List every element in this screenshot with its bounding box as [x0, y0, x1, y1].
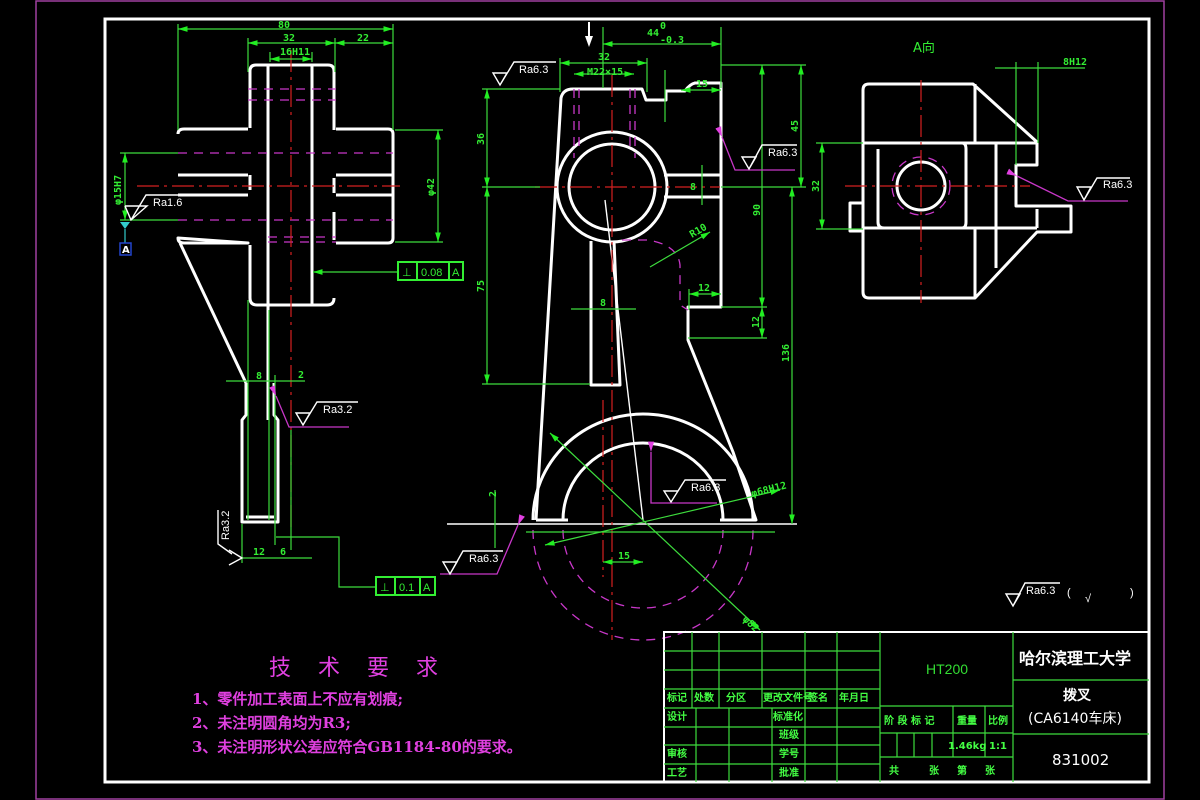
tech-req-item-2: 2、未注明圆角均为R3; — [192, 714, 351, 732]
svg-text:0.08: 0.08 — [421, 267, 442, 279]
front-view: 44 0 -0.3 32 M22×15 15 36 75 45 90 12 13… — [440, 21, 806, 641]
side-view-a: A向 8H12 32 Ra6.3 — [811, 40, 1132, 303]
dim-r10: R10 — [688, 222, 709, 241]
svg-text:A: A — [423, 582, 431, 594]
dim-phi68h12: φ68H12 — [750, 480, 788, 499]
gdt-frame-perpendicularity-0.08: ⊥ 0.08 A — [397, 261, 464, 281]
dim-32-front: 32 — [598, 52, 610, 63]
tech-requirements: 技 术 要 求 1、零件加工表面上不应有划痕; 2、未注明圆角均为R3; 3、未… — [192, 656, 522, 756]
svg-text:): ) — [1130, 587, 1134, 599]
weight-value: 1.46kg — [948, 741, 986, 752]
drawing-number: 831002 — [1052, 751, 1109, 769]
dim-8-slot: 8 — [690, 182, 696, 193]
dim-44-tol-low: -0.3 — [660, 35, 684, 46]
roughness-ra6.3-side: Ra6.3 — [1103, 179, 1132, 191]
dim-45: 45 — [790, 120, 801, 132]
svg-text:重量: 重量 — [957, 714, 977, 727]
dim-44: 44 — [647, 28, 659, 39]
datum-a-label: A — [122, 245, 130, 256]
dim-22: 22 — [357, 33, 369, 44]
title-block: 标记 处数 分区 更改文件号 签名 年月日 设计 审核 工艺 标准化 班级 学号… — [663, 631, 1150, 783]
dim-32-side: 32 — [811, 180, 822, 192]
part-name: 拨叉 — [1063, 687, 1092, 704]
svg-text:张: 张 — [929, 764, 940, 777]
dim-80: 80 — [278, 20, 290, 31]
dim-m22: M22×15 — [587, 67, 623, 78]
roughness-ra6.3-right: Ra6.3 — [768, 147, 797, 159]
dim-90: 90 — [752, 204, 763, 216]
dim-136: 136 — [781, 344, 792, 362]
material: HT200 — [926, 661, 968, 677]
dim-15-top: 15 — [696, 79, 708, 90]
dim-6: 6 — [280, 547, 286, 558]
roughness-ra3.2-b: Ra3.2 — [220, 511, 232, 540]
dim-8h12: 8H12 — [1063, 57, 1087, 68]
machine-name: (CA6140车床) — [1028, 710, 1122, 727]
dim-2: 2 — [298, 370, 304, 381]
svg-text:Ra6.3: Ra6.3 — [1026, 585, 1055, 597]
svg-text:班级: 班级 — [779, 728, 800, 741]
dim-phi15h7: φ15H7 — [113, 175, 124, 205]
gdt-frame-perpendicularity-0.1: ⊥ 0.1 A — [375, 576, 436, 596]
roughness-ra3.2-a: Ra3.2 — [323, 404, 352, 416]
tech-req-item-1: 1、零件加工表面上不应有划痕; — [192, 690, 403, 708]
dim-12-horizontal: 12 — [698, 283, 710, 294]
drawing-border — [103, 17, 1151, 784]
dim-15-bottom: 15 — [618, 551, 630, 562]
dim-36: 36 — [476, 133, 487, 145]
svg-text:标记: 标记 — [666, 691, 687, 704]
general-roughness-note: Ra6.3 ( √ ) — [1004, 582, 1134, 608]
svg-text:年月日: 年月日 — [839, 691, 869, 704]
roughness-ra1.6: Ra1.6 — [153, 197, 182, 209]
svg-text:A: A — [452, 267, 460, 279]
svg-text:批准: 批准 — [779, 766, 799, 779]
dim-8: 8 — [256, 371, 262, 382]
svg-text:标准化: 标准化 — [772, 710, 803, 723]
tech-req-item-3: 3、未注明形状公差应符合GB1184-80的要求。 — [192, 738, 522, 756]
svg-text:更改文件号: 更改文件号 — [763, 691, 813, 704]
dim-32: 32 — [283, 33, 295, 44]
dim-8-web: 8 — [600, 298, 606, 309]
svg-text:阶 段 标 记: 阶 段 标 记 — [884, 714, 934, 727]
svg-text:学号: 学号 — [779, 747, 799, 760]
dim-75: 75 — [476, 280, 487, 292]
svg-text:分区: 分区 — [726, 691, 746, 704]
svg-text:(: ( — [1067, 587, 1071, 599]
svg-text:比例: 比例 — [988, 714, 1008, 727]
svg-text:审核: 审核 — [667, 747, 687, 760]
scale-value: 1:1 — [989, 741, 1007, 752]
dim-2-bottom: 2 — [488, 491, 499, 497]
left-view: 80 32 22 16H11 φ42 φ15H7 A Ra1.6 8 — [113, 20, 464, 596]
svg-text:⊥: ⊥ — [380, 582, 390, 594]
svg-text:张: 张 — [985, 764, 996, 777]
sheet-frame — [35, 0, 1165, 800]
svg-text:⊥: ⊥ — [402, 267, 412, 279]
dim-12: 12 — [253, 547, 265, 558]
dim-12-vertical: 12 — [751, 316, 762, 328]
dim-phi42: φ42 — [426, 178, 437, 196]
school-name: 哈尔滨理工大学 — [1019, 649, 1131, 668]
dim-44-tol-up: 0 — [660, 21, 666, 32]
dim-16h11: 16H11 — [280, 47, 310, 58]
svg-text:签名: 签名 — [807, 691, 828, 704]
svg-text:共: 共 — [889, 764, 899, 777]
svg-text:处数: 处数 — [693, 691, 715, 704]
svg-text:设计: 设计 — [667, 710, 687, 723]
svg-text:工艺: 工艺 — [667, 766, 687, 779]
svg-text:√: √ — [1085, 593, 1092, 605]
roughness-ra6.3-top: Ra6.3 — [519, 64, 548, 76]
roughness-ra6.3-bottom: Ra6.3 — [469, 553, 498, 565]
tech-req-title: 技 术 要 求 — [269, 656, 448, 681]
svg-text:0.1: 0.1 — [399, 582, 414, 594]
view-label-a: A向 — [913, 40, 935, 56]
svg-text:第: 第 — [957, 764, 967, 777]
roughness-ra6.3-bore: Ra6.3 — [691, 482, 720, 494]
